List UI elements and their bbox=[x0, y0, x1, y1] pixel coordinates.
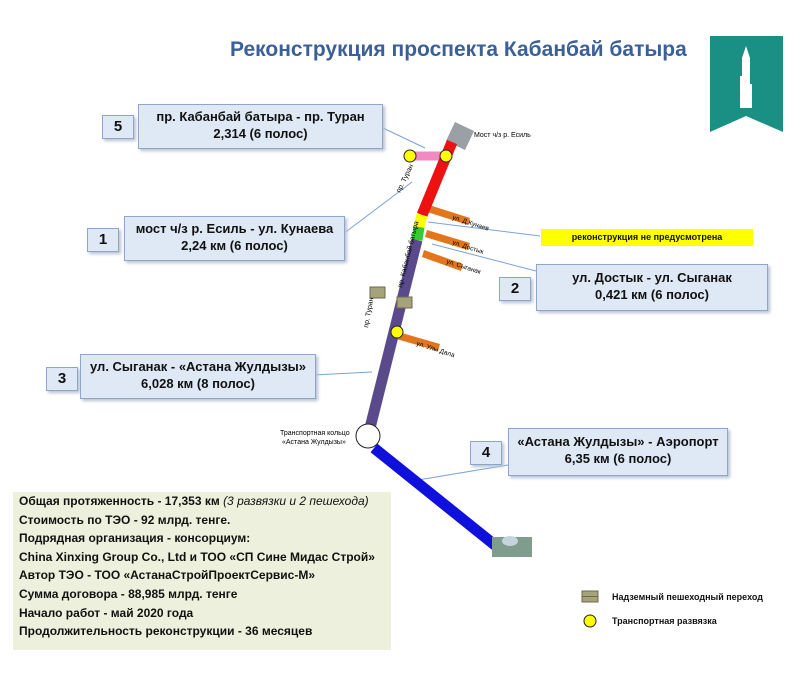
section-number-3: 3 bbox=[46, 367, 78, 391]
section-3-name: ул. Сыганак - «Астана Жулдызы» bbox=[90, 359, 306, 374]
summary-line: Стоимость по ТЭО - 92 млрд. тенге. bbox=[19, 512, 231, 527]
label-turan-mid: пр. Туран bbox=[363, 297, 375, 328]
airport-dome bbox=[502, 536, 518, 546]
section-1-name: мост ч/з р. Есиль - ул. Кунаева bbox=[135, 221, 334, 236]
pedestrian-crossing-1 bbox=[369, 286, 386, 299]
pedestrian-crossing-2 bbox=[396, 296, 413, 309]
street-kunaeva bbox=[424, 204, 470, 225]
street-syganak bbox=[422, 250, 463, 271]
route-section-4 bbox=[370, 443, 500, 551]
callout-line-5 bbox=[382, 127, 426, 149]
callout-line-3 bbox=[312, 371, 373, 376]
section-4-name: «Астана Жулдызы» - Аэропорт bbox=[517, 434, 719, 449]
legend-crossing-label: Надземный пешеходный переход bbox=[612, 592, 763, 602]
summary-line: Подрядная организация - консорциум: bbox=[19, 531, 251, 546]
summary-line: Продолжительность реконструкции - 36 мес… bbox=[19, 624, 313, 639]
label-bridge: Мост ч/з р. Есиль bbox=[474, 132, 531, 139]
callout-line-norecon bbox=[427, 221, 541, 237]
project-summary: Общая протяженность - 17,353 км (3 развя… bbox=[13, 492, 391, 650]
route-section-2 bbox=[411, 226, 425, 241]
ring-interchange bbox=[355, 423, 381, 449]
summary-line: Автор ТЭО - ТОО «АстанаСтройПроектСервис… bbox=[19, 568, 316, 583]
section-number-2: 2 bbox=[499, 277, 531, 301]
route-section-norecon bbox=[413, 213, 428, 229]
no-reconstruction-label: реконструкция не предусмотрена bbox=[541, 229, 753, 246]
summary-note: (3 развязки и 2 пешехода) bbox=[223, 494, 369, 508]
section-number-1: 1 bbox=[87, 228, 119, 252]
summary-line: Начало работ - май 2020 года bbox=[19, 605, 194, 620]
section-box-1: мост ч/з р. Есиль - ул. Кунаева 2,24 км … bbox=[124, 216, 345, 261]
interchange-turan bbox=[403, 149, 417, 163]
street-ulydala bbox=[393, 331, 440, 351]
interchange-bridge bbox=[439, 149, 453, 163]
logo bbox=[710, 36, 783, 132]
summary-line: Сумма договора - 88,985 млрд. тенге bbox=[19, 586, 238, 601]
section-2-name: ул. Достык - ул. Сыганак bbox=[572, 270, 732, 285]
section-box-3: ул. Сыганак - «Астана Жулдызы» 6,028 км … bbox=[80, 354, 316, 399]
page-title: Реконструкция проспекта Кабанбай батыра bbox=[230, 38, 687, 61]
street-dostyk bbox=[425, 230, 470, 250]
section-5-length: 2,314 (6 полос) bbox=[213, 126, 308, 141]
section-5-name: пр. Кабанбай батыра - пр. Туран bbox=[156, 109, 365, 124]
section-box-2: ул. Достык - ул. Сыганак 0,421 км (6 пол… bbox=[536, 264, 768, 311]
interchange-ulydala bbox=[390, 325, 404, 339]
callout-line-1 bbox=[342, 181, 413, 235]
label-kunaeva: ул. Д.Кунаев bbox=[451, 214, 490, 233]
label-ring-2: «Астана Жулдызы» bbox=[282, 439, 346, 446]
route-section-3 bbox=[362, 238, 423, 438]
label-turan-top: пр. Туран bbox=[396, 163, 416, 194]
section-box-4: «Астана Жулдызы» - Аэропорт 6,35 км (6 п… bbox=[508, 428, 728, 476]
section-number-5: 5 bbox=[102, 115, 134, 139]
summary-line: China Xinxing Group Co., Ltd и ТОО «СП С… bbox=[19, 549, 375, 564]
legend-crossing-icon bbox=[581, 590, 599, 603]
section-2-length: 0,421 км (6 полос) bbox=[595, 287, 709, 302]
section-number-4: 4 bbox=[470, 441, 502, 465]
section-3-length: 6,028 км (8 полос) bbox=[141, 376, 255, 391]
label-ring-1: Транспортная кольцо bbox=[280, 430, 350, 437]
callout-line-4 bbox=[417, 464, 509, 481]
section-box-5: пр. Кабанбай батыра - пр. Туран 2,314 (6… bbox=[138, 104, 383, 149]
legend-interchange-label: Транспортная развязка bbox=[612, 616, 717, 626]
section-4-length: 6,35 км (6 полос) bbox=[564, 451, 672, 466]
airport-image bbox=[492, 537, 532, 557]
summary-line: Общая протяженность - 17,353 км (3 развя… bbox=[19, 494, 369, 508]
section-1-length: 2,24 км (6 полос) bbox=[181, 238, 288, 253]
callout-line-2 bbox=[431, 243, 537, 272]
legend-interchange-icon bbox=[583, 614, 597, 628]
